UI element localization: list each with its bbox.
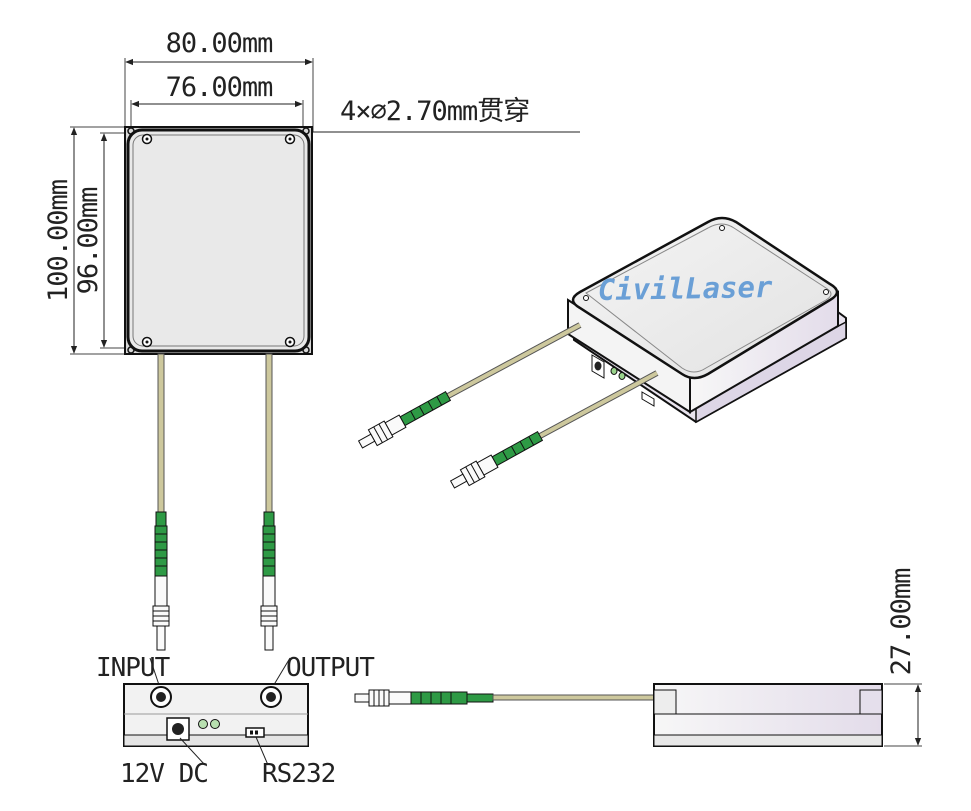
fiber-side — [492, 694, 656, 701]
dimension-outer-height: 100.00mm — [43, 126, 124, 355]
dc-jack-icon — [166, 717, 190, 741]
dimension-outer-width: 80.00mm — [124, 28, 314, 132]
rs232-port-icon — [641, 391, 655, 407]
fc-connector-icon — [449, 430, 544, 489]
thickness-label: 27.00mm — [886, 569, 917, 676]
isometric-view: CivilLaser — [357, 216, 847, 489]
mounting-hole-icon — [284, 336, 296, 348]
brand-logo: CivilLaser — [598, 270, 774, 307]
mounting-hole-icon — [141, 133, 153, 145]
dimension-thickness: 27.00mm — [884, 569, 922, 747]
dimension-inner-width: 76.00mm — [130, 72, 304, 134]
output-label: OUTPUT — [286, 653, 375, 683]
power-label: 12V DC — [120, 759, 208, 789]
port-output-icon — [260, 686, 282, 708]
inner-height-label: 96.00mm — [73, 188, 104, 295]
dimension-inner-height: 96.00mm — [73, 132, 124, 349]
input-label: INPUT — [96, 653, 171, 683]
side-view: 27.00mm — [354, 569, 922, 747]
led-indicator-icon — [610, 367, 626, 380]
outer-height-label: 100.00mm — [43, 180, 74, 302]
led-indicator-icon — [198, 719, 220, 729]
fc-connector-icon — [357, 390, 452, 449]
fc-connector-icon — [152, 511, 170, 651]
mounting-hole-icon — [284, 133, 296, 145]
port-input-icon — [150, 686, 172, 708]
fiber-output-top — [265, 353, 273, 515]
housing-top-view — [124, 126, 313, 355]
top-view: 80.00mm 76.00mm 4×∅2.70mm贯穿 100.00mm 96 — [43, 28, 580, 651]
fc-connector-icon — [260, 511, 278, 651]
mounting-hole-icon — [141, 336, 153, 348]
fiber-input-top — [157, 353, 165, 515]
outer-width-label: 80.00mm — [166, 28, 273, 59]
dc-jack-icon — [591, 354, 605, 379]
hole-spec-label: 4×∅2.70mm贯穿 — [340, 96, 529, 127]
fc-connector-icon — [354, 689, 494, 707]
rs232-label: RS232 — [262, 759, 335, 789]
inner-width-label: 76.00mm — [166, 72, 273, 103]
hole-callout: 4×∅2.70mm贯穿 — [303, 96, 580, 133]
rs232-port-icon — [245, 727, 265, 738]
front-view: INPUT OUTPUT 12V DC RS232 — [96, 653, 376, 789]
